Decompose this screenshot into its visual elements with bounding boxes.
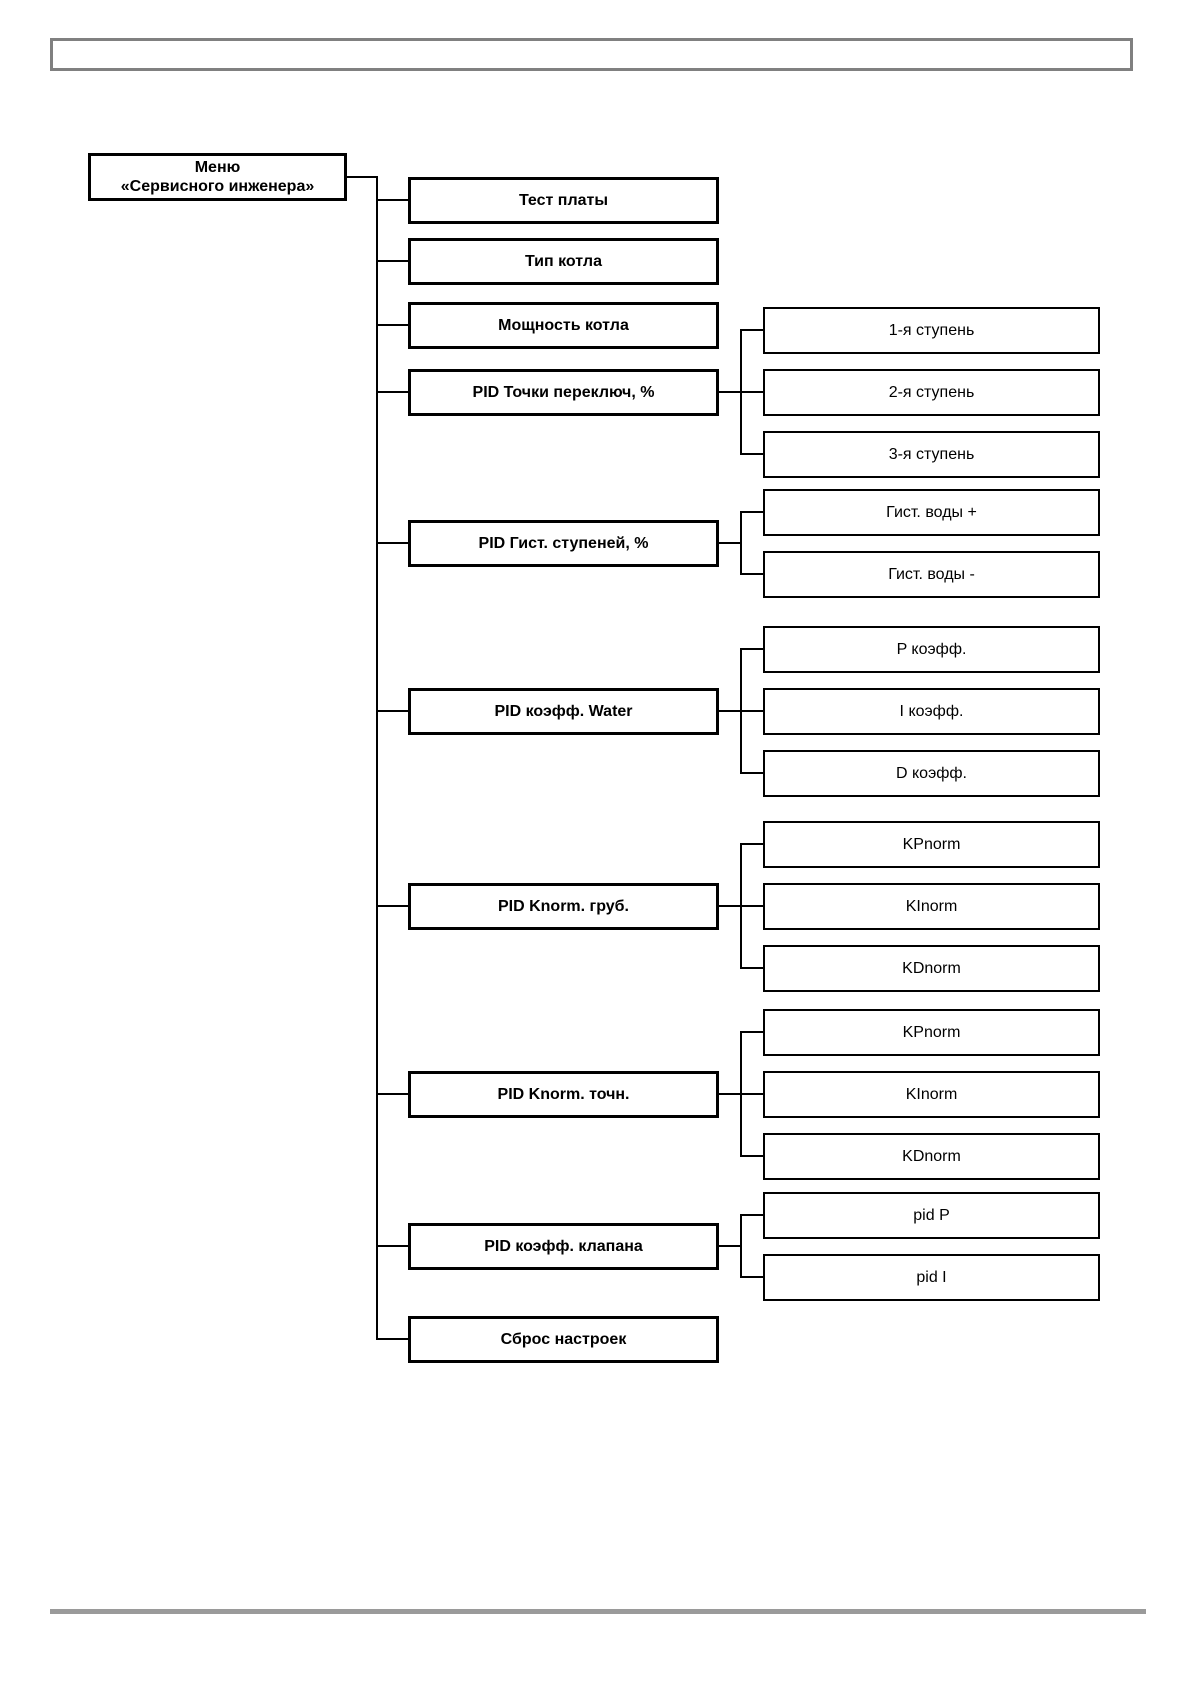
branch-line [376, 1338, 410, 1340]
child-stub-line [740, 1276, 765, 1278]
menu-item-test-platy: Тест платы [408, 177, 719, 224]
header-placeholder-box [50, 38, 1133, 71]
parent-branch-line [717, 542, 742, 544]
menu-item-tip-kotla: Тип котла [408, 238, 719, 285]
child-stub-line [740, 772, 765, 774]
submenu-item-d-koeff: D коэфф. [763, 750, 1100, 797]
child-stub-line [740, 573, 765, 575]
child-stub-line [740, 1214, 765, 1216]
menu-item-pid-tochki: PID Точки переключ, % [408, 369, 719, 416]
footer-rule [50, 1609, 1146, 1614]
root-label-line1: Меню [194, 159, 241, 176]
submenu-item-i-koeff: I коэфф. [763, 688, 1100, 735]
child-stub-line [740, 967, 765, 969]
branch-line [376, 1245, 410, 1247]
child-stub-line [740, 511, 765, 513]
submenu-item-kpnorm-tochn: KPnorm [763, 1009, 1100, 1056]
root-label-line2: «Сервисного инженера» [120, 178, 315, 195]
menu-item-sbros-nastroek: Сброс настроек [408, 1316, 719, 1363]
parent-branch-line [717, 1245, 742, 1247]
group-trunk-line [740, 648, 742, 774]
branch-line [376, 324, 410, 326]
branch-line [376, 710, 410, 712]
submenu-item-pid-p: pid P [763, 1192, 1100, 1239]
menu-item-pid-koeff-klapana: PID коэфф. клапана [408, 1223, 719, 1270]
submenu-item-kinorm-tochn: KInorm [763, 1071, 1100, 1118]
submenu-item-kinorm-grub: KInorm [763, 883, 1100, 930]
child-stub-line [740, 843, 765, 845]
branch-line [376, 199, 410, 201]
child-stub-line [740, 453, 765, 455]
submenu-item-stage-3: 3-я ступень [763, 431, 1100, 478]
submenu-item-pid-i: pid I [763, 1254, 1100, 1301]
branch-line [376, 1093, 410, 1095]
branch-line [376, 542, 410, 544]
submenu-item-kdnorm-grub: KDnorm [763, 945, 1100, 992]
menu-item-pid-koeff-water: PID коэфф. Water [408, 688, 719, 735]
group-trunk-line [740, 1214, 742, 1278]
group-trunk-line [740, 329, 742, 455]
submenu-item-kdnorm-tochn: KDnorm [763, 1133, 1100, 1180]
submenu-item-stage-1: 1-я ступень [763, 307, 1100, 354]
branch-line [376, 260, 410, 262]
branch-line [376, 905, 410, 907]
submenu-item-stage-2: 2-я ступень [763, 369, 1100, 416]
child-stub-line [740, 329, 765, 331]
main-trunk-line [376, 176, 378, 1340]
child-stub-line [740, 1155, 765, 1157]
group-trunk-line [740, 1031, 742, 1157]
submenu-item-gist-minus: Гист. воды - [763, 551, 1100, 598]
branch-line [376, 391, 410, 393]
menu-item-pid-knorm-tochn: PID Knorm. точн. [408, 1071, 719, 1118]
group-trunk-line [740, 511, 742, 575]
child-stub-line [740, 1031, 765, 1033]
submenu-item-kpnorm-grub: KPnorm [763, 821, 1100, 868]
submenu-item-p-koeff: P коэфф. [763, 626, 1100, 673]
child-stub-line [740, 648, 765, 650]
group-trunk-line [740, 843, 742, 969]
menu-item-pid-gist: PID Гист. ступеней, % [408, 520, 719, 567]
menu-item-moschnost-kotla: Мощность котла [408, 302, 719, 349]
submenu-item-gist-plus: Гист. воды + [763, 489, 1100, 536]
menu-item-pid-knorm-grub: PID Knorm. груб. [408, 883, 719, 930]
diagram-root-box: Меню «Сервисного инженера» [88, 153, 347, 201]
root-connector-line [345, 176, 378, 178]
